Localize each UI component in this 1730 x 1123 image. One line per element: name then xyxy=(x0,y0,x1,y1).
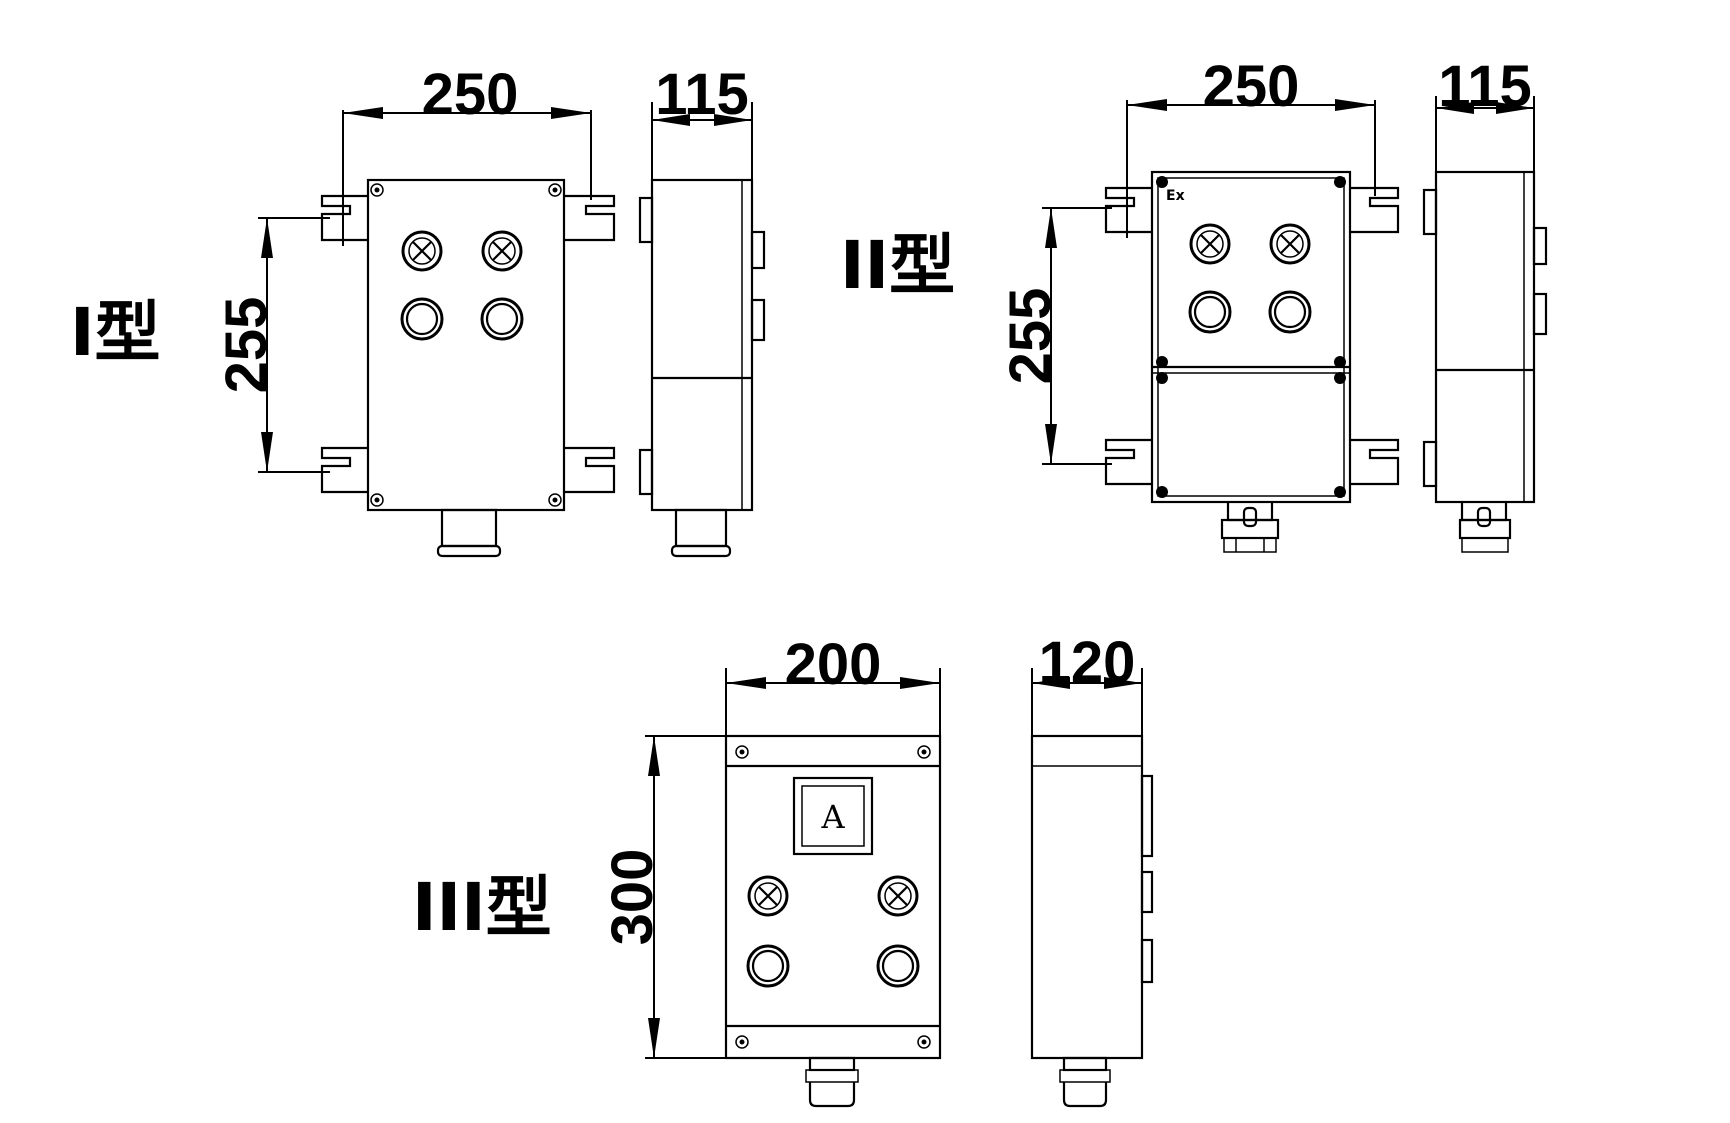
type1-label: I型 xyxy=(70,294,161,371)
push-button-icon xyxy=(876,944,920,988)
type3-label: III型 xyxy=(412,869,552,946)
push-button-icon xyxy=(1188,290,1232,334)
t3-depth-dim: 120 xyxy=(1039,630,1136,695)
t2-depth-dim: 115 xyxy=(1438,54,1532,119)
indicator-lamp-icon xyxy=(1189,223,1231,265)
type1-side-box xyxy=(650,178,754,512)
indicator-lamp-icon xyxy=(877,875,919,917)
type2-drawing: Ex 250 xyxy=(840,54,1548,553)
t3-width-dim: 200 xyxy=(785,632,882,697)
type2-front-box xyxy=(1150,170,1352,504)
indicator-lamp-icon xyxy=(747,875,789,917)
indicator-lamp-icon xyxy=(401,230,443,272)
type1-drawing: 250 115 255 I型 xyxy=(70,62,766,558)
push-button-icon xyxy=(400,297,444,341)
type2-label: II型 xyxy=(840,227,955,304)
cable-gland-icon xyxy=(808,1056,856,1072)
cable-gland-icon xyxy=(1226,502,1274,522)
t1-depth-dim: 115 xyxy=(655,62,749,127)
ammeter-label: A xyxy=(820,798,845,836)
ammeter-window xyxy=(792,776,874,856)
indicator-lamp-icon xyxy=(1269,223,1311,265)
t1-width-dim: 250 xyxy=(422,62,519,127)
t1-height-dim: 255 xyxy=(214,297,279,394)
push-button-icon xyxy=(1268,290,1312,334)
push-button-icon xyxy=(480,297,524,341)
type3-front-box xyxy=(724,734,942,1060)
indicator-lamp-icon xyxy=(481,230,523,272)
ex-mark: Ex xyxy=(1166,188,1185,204)
type3-side-box xyxy=(1030,734,1144,1060)
type1-front-box xyxy=(366,178,566,512)
cable-gland-icon xyxy=(440,508,498,548)
t2-width-dim: 250 xyxy=(1203,54,1300,119)
t3-height-dim: 300 xyxy=(600,849,665,946)
push-button-icon xyxy=(746,944,790,988)
t2-height-dim: 255 xyxy=(998,288,1063,385)
type2-side-box xyxy=(1434,170,1536,504)
type3-drawing: A 200 120 xyxy=(412,630,1154,1108)
